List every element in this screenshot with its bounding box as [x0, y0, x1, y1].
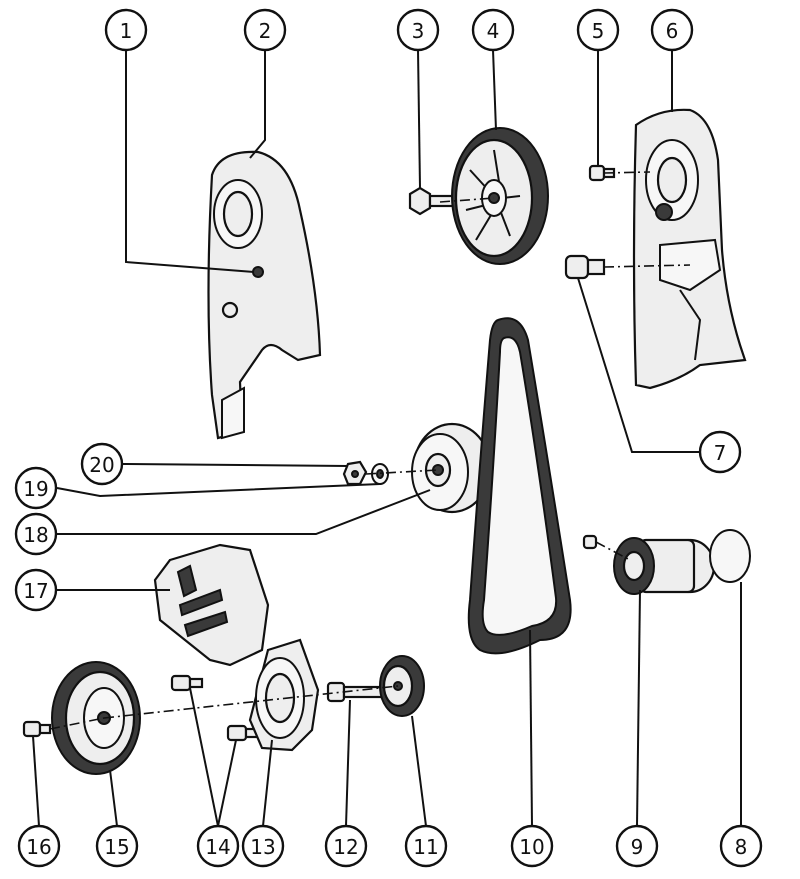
leader-13: [262, 739, 273, 827]
callout-circle-19: [14, 466, 58, 510]
callout-5: 5: [576, 8, 620, 52]
callout-16: 16: [17, 824, 61, 868]
callout-number-2: 2: [259, 19, 272, 43]
callout-number-7: 7: [714, 441, 727, 465]
callout-circle-11: [404, 824, 448, 868]
part-crank-sprocket: [379, 655, 425, 717]
callout-circle-8: [719, 824, 763, 868]
callout-15: 15: [95, 824, 139, 868]
callout-8: 8: [719, 824, 763, 868]
callout-10: 10: [510, 824, 554, 868]
callout-circle-1: [104, 8, 148, 52]
leader-2: [249, 50, 266, 159]
leader-15: [109, 769, 118, 827]
callout-7: 7: [698, 430, 742, 474]
part-timing-belt: [467, 317, 572, 655]
part-backing-plate: [248, 638, 320, 752]
callout-number-5: 5: [592, 19, 605, 43]
callout-number-20: 20: [89, 453, 114, 477]
callout-circle-20: [80, 442, 124, 486]
callout-circle-5: [576, 8, 620, 52]
callout-number-10: 10: [519, 835, 544, 859]
callout-circle-4: [471, 8, 515, 52]
callout-number-8: 8: [735, 835, 748, 859]
callout-1: 1: [104, 8, 148, 52]
leader-14a: [189, 687, 219, 827]
callout-number-16: 16: [26, 835, 51, 859]
callout-number-18: 18: [23, 523, 48, 547]
callout-3: 3: [396, 8, 440, 52]
leader-12: [345, 699, 351, 827]
callout-13: 13: [241, 824, 285, 868]
callout-9: 9: [615, 824, 659, 868]
part-crank-pulley: [51, 661, 141, 775]
callout-19: 19: [14, 466, 58, 510]
leader-3: [417, 49, 421, 189]
callout-number-4: 4: [487, 19, 500, 43]
assembly-axes: [49, 171, 691, 730]
part-upper-cover-left: [207, 150, 322, 440]
callout-circle-9: [615, 824, 659, 868]
callout-circle-13: [241, 824, 285, 868]
callout-circle-18: [14, 512, 58, 556]
leader-14b: [217, 739, 237, 827]
callout-circle-17: [14, 568, 58, 612]
leader-16: [32, 735, 40, 827]
leader-20: [122, 463, 349, 467]
leader-7: [577, 277, 700, 453]
part-camshaft-sprocket: [451, 127, 549, 265]
callout-number-6: 6: [666, 19, 679, 43]
callout-circle-6: [650, 8, 694, 52]
leader-lines: [32, 49, 742, 827]
callout-number-11: 11: [413, 835, 438, 859]
part-gasket-ring: [709, 529, 751, 583]
callout-circle-10: [510, 824, 554, 868]
callout-circle-3: [396, 8, 440, 52]
callout-number-14: 14: [205, 835, 230, 859]
part-bolt-12: [326, 681, 384, 703]
part-bolt-3: [408, 186, 456, 216]
part-lower-cover: [153, 543, 270, 667]
callout-circle-7: [698, 430, 742, 474]
leader-1: [125, 50, 255, 273]
part-rear-cover: [632, 108, 747, 390]
part-water-pump: [582, 534, 716, 595]
leader-19: [56, 483, 381, 498]
callout-number-9: 9: [631, 835, 644, 859]
callout-2: 2: [243, 8, 287, 52]
callout-circle-16: [17, 824, 61, 868]
callout-11: 11: [404, 824, 448, 868]
callout-circle-14: [196, 824, 240, 868]
callout-20: 20: [80, 442, 124, 486]
leader-11: [411, 715, 427, 827]
part-bolts-14: [170, 674, 260, 742]
part-bolt-7: [564, 254, 606, 280]
callout-circle-12: [324, 824, 368, 868]
callout-circle-15: [95, 824, 139, 868]
callout-number-13: 13: [250, 835, 275, 859]
leader-4: [492, 49, 497, 131]
callout-number-15: 15: [104, 835, 129, 859]
callout-4: 4: [471, 8, 515, 52]
callout-6: 6: [650, 8, 694, 52]
callout-12: 12: [324, 824, 368, 868]
part-bolt-16: [22, 720, 52, 738]
callout-number-3: 3: [412, 19, 425, 43]
leader-10: [529, 629, 533, 827]
callout-18: 18: [14, 512, 58, 556]
callout-circle-2: [243, 8, 287, 52]
callout-number-17: 17: [23, 579, 48, 603]
part-nut-20: [342, 460, 368, 486]
callout-number-1: 1: [120, 19, 133, 43]
callout-number-12: 12: [333, 835, 358, 859]
leader-18: [57, 489, 431, 535]
callout-14: 14: [196, 824, 240, 868]
leader-9: [636, 589, 641, 827]
callout-number-19: 19: [23, 477, 48, 501]
callout-17: 17: [14, 568, 58, 612]
